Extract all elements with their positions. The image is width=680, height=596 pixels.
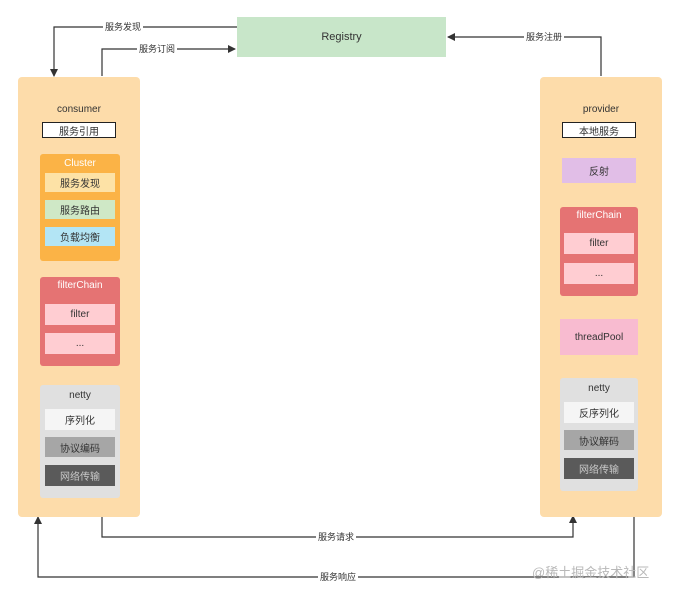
provider-title: provider	[582, 103, 620, 115]
edge-subscribe-label: 服务订阅	[137, 42, 178, 55]
edge-subscribe-line	[101, 45, 236, 76]
cluster-item-discovery: 服务发现	[45, 173, 115, 192]
consumer-netty-transport: 网络传输	[45, 465, 115, 486]
provider-filter-chain-title: filterChain	[576, 210, 622, 221]
edge-register-line	[447, 33, 602, 76]
provider-local-service-label: 本地服务	[579, 126, 619, 138]
provider-filter-ellipsis: ...	[564, 263, 634, 284]
cluster-item-load-balance: 负载均衡	[45, 227, 115, 246]
provider-thread-pool: threadPool	[560, 319, 638, 355]
provider-netty-title: netty	[588, 382, 610, 394]
provider-netty-decode: 协议解码	[564, 430, 634, 450]
watermark: @稀土掘金技术社区	[532, 565, 650, 580]
consumer-filter-item: filter	[45, 304, 115, 325]
edge-discovery-line	[50, 26, 237, 77]
provider-filter-item: filter	[564, 233, 634, 254]
registry-node: Registry	[237, 17, 446, 57]
cluster-title: Cluster	[64, 157, 96, 169]
edge-response-label: 服务响应	[318, 570, 359, 583]
provider-reflection: 反射	[562, 158, 636, 183]
edge-request-label: 服务请求	[316, 530, 357, 543]
consumer-filter-chain-title: filterChain	[57, 280, 103, 291]
consumer-service-ref-label: 服务引用	[59, 126, 99, 138]
provider-netty-deserialize: 反序列化	[564, 402, 634, 423]
provider-local-service: 本地服务	[562, 122, 636, 138]
consumer-title: consumer	[57, 103, 101, 115]
edge-register-label: 服务注册	[524, 30, 565, 43]
consumer-netty-serialize: 序列化	[45, 409, 115, 430]
registry-label: Registry	[321, 31, 362, 43]
consumer-netty-title: netty	[69, 389, 91, 401]
consumer-netty-encode: 协议编码	[45, 437, 115, 457]
consumer-filter-ellipsis: ...	[45, 333, 115, 354]
consumer-service-ref: 服务引用	[42, 122, 116, 138]
provider-netty-transport: 网络传输	[564, 458, 634, 479]
cluster-item-routing: 服务路由	[45, 200, 115, 219]
edge-discovery-label: 服务发现	[103, 20, 144, 33]
